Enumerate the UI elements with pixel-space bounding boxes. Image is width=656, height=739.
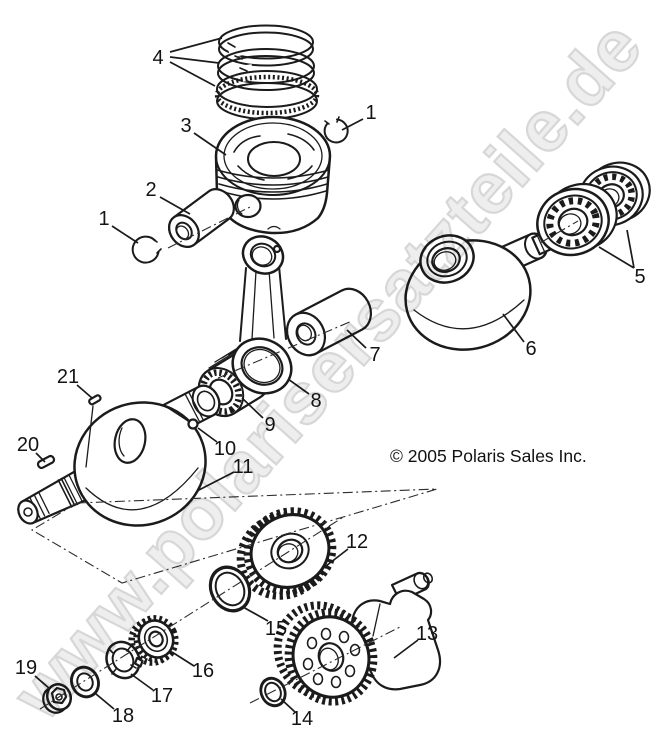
callout-2: 2 <box>145 179 157 201</box>
part-nut <box>42 683 73 714</box>
callout-20: 20 <box>16 434 40 456</box>
callout-1-top: 1 <box>365 102 377 124</box>
leader-lines <box>34 37 635 713</box>
callout-12: 12 <box>345 531 369 553</box>
part-washer-14 <box>259 676 287 708</box>
part-connecting-rod <box>239 235 287 342</box>
callout-3: 3 <box>180 115 192 137</box>
part-ball <box>167 407 199 430</box>
part-piston-pin <box>168 188 235 248</box>
part-piston-ring-set <box>214 24 320 120</box>
callout-7: 7 <box>369 344 381 366</box>
part-woodruff-key <box>36 454 56 470</box>
copyright-notice: © 2005 Polaris Sales Inc. <box>390 446 587 466</box>
callout-6: 6 <box>525 338 537 360</box>
callout-5: 5 <box>634 266 646 288</box>
callout-10: 10 <box>213 438 237 460</box>
part-connecting-rod-big-end <box>231 337 293 395</box>
part-circlip-left <box>131 235 162 264</box>
callout-13: 13 <box>415 623 439 645</box>
part-pin-21 <box>85 394 102 468</box>
callout-8: 8 <box>310 390 322 412</box>
callout-19: 19 <box>14 657 38 679</box>
callout-1-left: 1 <box>98 208 110 230</box>
callout-9: 9 <box>264 414 276 436</box>
part-piston <box>214 115 332 235</box>
part-crank-pin <box>285 287 373 357</box>
part-circlip-top <box>323 116 349 144</box>
part-gear <box>236 507 337 600</box>
part-lock-washer <box>105 640 144 680</box>
callout-15: 15 <box>264 618 288 640</box>
callout-14: 14 <box>290 708 314 730</box>
callout-18: 18 <box>111 705 135 727</box>
callout-16: 16 <box>191 660 215 682</box>
part-spacer-ring <box>208 565 252 613</box>
callout-11: 11 <box>232 456 254 478</box>
callout-21: 21 <box>56 366 80 388</box>
part-crankshaft-left <box>17 384 221 527</box>
part-balance-shaft <box>273 571 442 706</box>
centerlines <box>30 206 579 710</box>
part-main-bearings <box>536 161 651 257</box>
callout-4: 4 <box>152 47 164 69</box>
callout-17: 17 <box>150 685 174 707</box>
